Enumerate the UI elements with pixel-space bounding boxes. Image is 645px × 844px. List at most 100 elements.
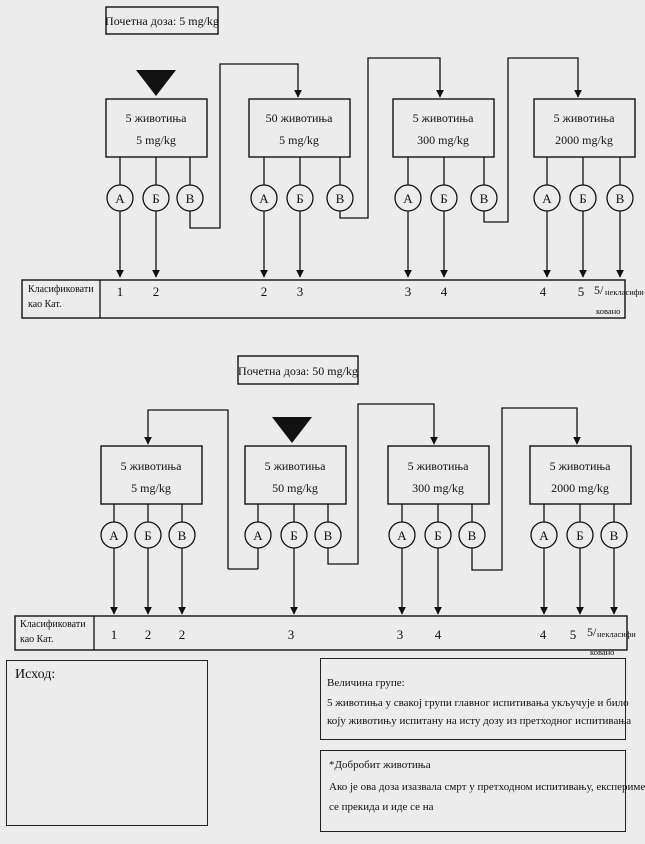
top-box-3-animals: 5 животиња <box>413 111 474 125</box>
top-box-1-animals: 5 животиња <box>126 111 187 125</box>
top-box-3-dose: 300 mg/kg <box>417 133 469 147</box>
bottom-category-6: 4 <box>435 627 442 642</box>
bottom-connector-2 <box>471 407 581 571</box>
top-box-3-outcome-3-label: В <box>480 191 489 206</box>
top-box-1-outcome-3-label: В <box>186 191 195 206</box>
top-classification-bar <box>21 279 626 319</box>
top-start-dose-box <box>105 6 219 35</box>
bottom-backflow-connector <box>144 409 229 569</box>
bottom-category-8: 5 <box>570 627 577 642</box>
top-connector-3 <box>483 57 582 223</box>
bottom-category-4: 3 <box>288 627 295 642</box>
top-box-3-outcome-1-label: А <box>403 191 413 206</box>
bottom-category-3: 2 <box>179 627 186 642</box>
top-dose-box-1 <box>105 98 208 158</box>
top-dose-box-3 <box>392 98 495 158</box>
bottom-category-unclassified-a: некласифи <box>597 629 636 639</box>
top-box-4-dose: 2000 mg/kg <box>555 133 613 147</box>
top-category-4: 3 <box>297 284 304 299</box>
top-start-dose-label: Почетна доза: 5 mg/kg <box>105 14 219 28</box>
bottom-dose-box-3 <box>387 445 490 505</box>
bottom-box-2-outcome-3-label: В <box>324 528 333 543</box>
top-category-1: 1 <box>117 284 124 299</box>
bottom-box-1-outcome-3-label: В <box>178 528 187 543</box>
bottom-box-3-outcome-3-label: В <box>468 528 477 543</box>
bottom-box-1-outcome-2-label: Б <box>144 528 151 543</box>
bottom-class-label-2: као Кат. <box>20 634 53 645</box>
group-size-line-1: 5 животиња у свакој групи главног испити… <box>327 697 629 709</box>
group-size-line-2: коју животињу испитану на исту дозу из п… <box>327 715 632 727</box>
top-box-2-animals: 50 животиња <box>266 111 333 125</box>
group-size-panel: Величина групе: 5 животиња у свакој груп… <box>320 658 631 740</box>
bottom-start-marker <box>272 417 312 443</box>
top-category-5: 3 <box>405 284 412 299</box>
bottom-box-3-outcome-1-label: А <box>397 528 407 543</box>
top-category-7: 4 <box>540 284 547 299</box>
top-category-6: 4 <box>441 284 448 299</box>
top-dose-box-2 <box>248 98 351 158</box>
bottom-box-4-outcome-1-label: А <box>539 528 549 543</box>
top-box-1-outcome-1-label: А <box>115 191 125 206</box>
top-box-1-outcome-2-label: Б <box>152 191 159 206</box>
bottom-box-4-animals: 5 животиња <box>550 459 611 473</box>
top-category-unclassified: 5/ <box>594 283 604 297</box>
bottom-box-2-dose: 50 mg/kg <box>272 481 318 495</box>
bottom-class-label-1: Класификовати <box>20 619 86 630</box>
group-size-title: Величина групе: <box>327 677 405 689</box>
bottom-dose-box-1 <box>100 445 203 505</box>
top-box-4-animals: 5 животиња <box>554 111 615 125</box>
bottom-dose-box-2 <box>244 445 347 505</box>
legend-title: Исход: <box>15 667 56 682</box>
bottom-box-3-dose: 300 mg/kg <box>412 481 464 495</box>
bottom-category-unclassified: 5/ <box>587 625 597 639</box>
bottom-box-3-outcome-2-label: Б <box>434 528 441 543</box>
welfare-line-2: се прекида и иде се на <box>329 801 434 813</box>
bottom-category-2: 2 <box>145 627 152 642</box>
top-box-2-outcome-1-label: А <box>259 191 269 206</box>
bottom-start-dose-box <box>237 355 359 385</box>
bottom-category-unclassified-b: ковано <box>590 647 614 657</box>
legend-panel: Исход: <box>6 660 208 826</box>
top-connector-2 <box>339 57 444 219</box>
bottom-box-2-animals: 5 животиња <box>265 459 326 473</box>
top-box-2-outcome-3-label: В <box>336 191 345 206</box>
bottom-classification-bar <box>14 615 628 651</box>
top-box-1-dose: 5 mg/kg <box>136 133 176 147</box>
top-box-4-outcome-1-label: А <box>542 191 552 206</box>
bottom-box-2-outcome-1-label: А <box>253 528 263 543</box>
top-connector-1 <box>189 63 302 229</box>
top-category-2: 2 <box>153 284 160 299</box>
bottom-box-4-dose: 2000 mg/kg <box>551 481 609 495</box>
bottom-box-1-animals: 5 животиња <box>121 459 182 473</box>
bottom-box-4-outcome-2-label: Б <box>576 528 583 543</box>
bottom-box-1-outcome-1-label: А <box>109 528 119 543</box>
welfare-title: *Добробит животиња <box>329 759 431 771</box>
bottom-start-dose-label: Почетна доза: 50 mg/kg <box>238 364 358 378</box>
bottom-connector-1 <box>327 403 438 565</box>
welfare-line-1: Ако је ова доза изазвала смрт у претходн… <box>329 781 645 793</box>
top-category-unclassified-b: ковано <box>596 306 620 316</box>
top-box-2-outcome-2-label: Б <box>296 191 303 206</box>
bottom-box-1-dose: 5 mg/kg <box>131 481 171 495</box>
bottom-box-4-outcome-3-label: В <box>610 528 619 543</box>
top-box-3-outcome-2-label: Б <box>440 191 447 206</box>
top-box-4-outcome-2-label: Б <box>579 191 586 206</box>
animal-welfare-panel: *Добробит животиња Ако је ова доза изазв… <box>320 750 645 832</box>
top-category-8: 5 <box>578 284 585 299</box>
top-box-4-outcome-3-label: В <box>616 191 625 206</box>
top-box-2-dose: 5 mg/kg <box>279 133 319 147</box>
bottom-box-2-outcome-2-label: Б <box>290 528 297 543</box>
top-category-3: 2 <box>261 284 268 299</box>
bottom-category-1: 1 <box>111 627 118 642</box>
bottom-category-7: 4 <box>540 627 547 642</box>
bottom-box-3-animals: 5 животиња <box>408 459 469 473</box>
top-dose-box-4 <box>533 98 636 158</box>
top-category-unclassified-a: некласифи <box>605 287 644 297</box>
top-class-label-1: Класификовати <box>28 284 94 295</box>
bottom-category-5: 3 <box>397 627 404 642</box>
top-start-marker <box>136 70 176 96</box>
bottom-dose-box-4 <box>529 445 632 505</box>
top-class-label-2: као Кат. <box>28 299 61 310</box>
